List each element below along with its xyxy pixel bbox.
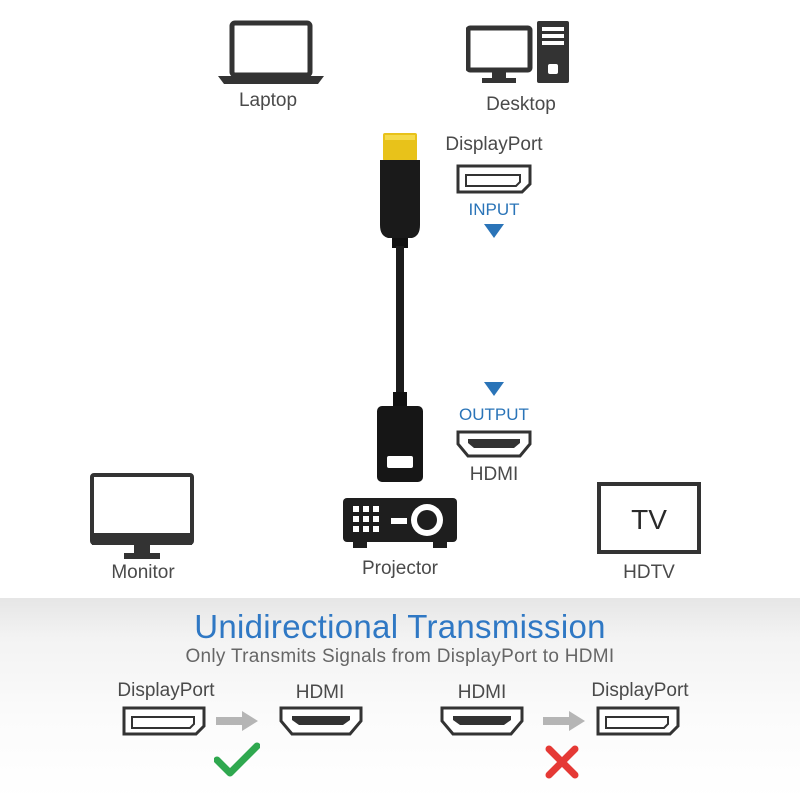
output-label: OUTPUT <box>459 405 529 424</box>
laptop-label: Laptop <box>238 90 298 111</box>
unsupported-arrow-icon <box>543 711 585 731</box>
arrow-down-output-icon <box>483 381 505 397</box>
supported-arrow-icon <box>216 711 258 731</box>
output-port-label: HDMI <box>469 464 519 485</box>
hdtv-label: HDTV <box>623 562 675 583</box>
unsupported-displayport-icon <box>596 706 680 736</box>
supported-hdmi-icon <box>279 706 363 736</box>
supported-from-label: DisplayPort <box>117 680 215 701</box>
supported-displayport-icon <box>122 706 206 736</box>
unsupported-to-label: DisplayPort <box>591 680 689 701</box>
supported-to-label: HDMI <box>295 682 345 703</box>
arrow-down-input-icon <box>483 223 505 239</box>
tv-screen-text: TV <box>631 504 667 535</box>
transmission-panel <box>0 598 800 800</box>
hdmi-port-icon <box>456 430 532 458</box>
unsupported-from-label: HDMI <box>457 682 507 703</box>
check-icon <box>214 742 260 778</box>
cross-icon <box>544 744 580 780</box>
desktop-label: Desktop <box>486 94 556 115</box>
monitor-icon <box>90 473 194 561</box>
unsupported-hdmi-icon <box>440 706 524 736</box>
input-label: INPUT <box>468 200 520 219</box>
adapter-cable-image <box>370 130 430 490</box>
projector-label: Projector <box>361 558 439 579</box>
projector-icon <box>341 494 459 550</box>
tv-icon: TV <box>597 482 701 554</box>
transmission-subtitle: Only Transmits Signals from DisplayPort … <box>185 646 615 667</box>
input-port-label: DisplayPort <box>445 134 543 155</box>
desktop-icon <box>466 20 572 84</box>
transmission-title: Unidirectional Transmission <box>194 608 606 645</box>
laptop-icon <box>216 20 326 86</box>
displayport-port-icon <box>456 164 532 194</box>
monitor-label: Monitor <box>111 562 175 583</box>
